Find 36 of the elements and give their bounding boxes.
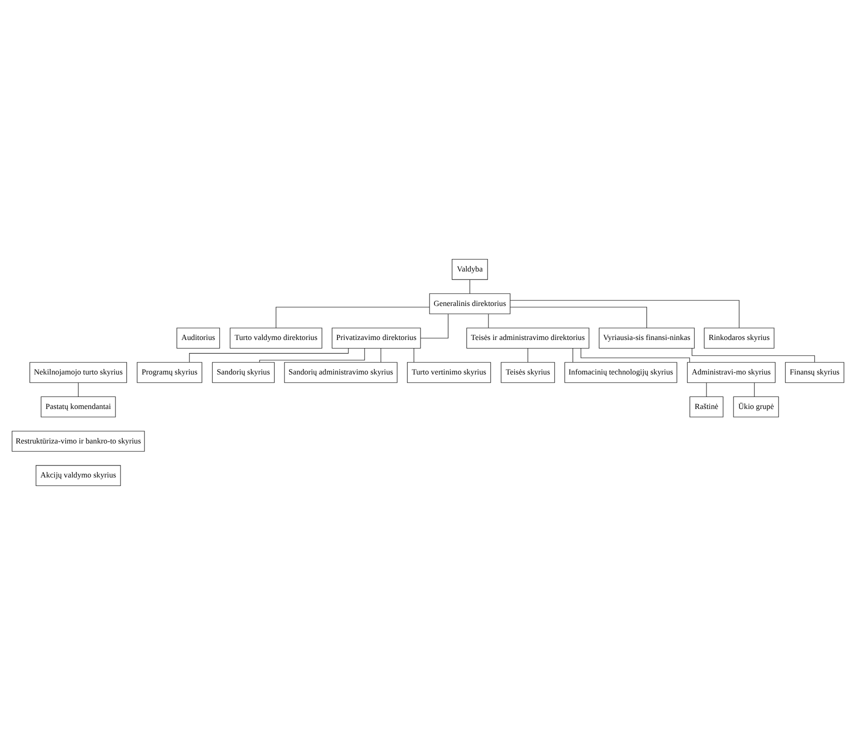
connector (276, 306, 430, 328)
connector (488, 314, 489, 328)
node-box: Turto valdymo direktorius (230, 328, 322, 349)
node-box: Nekilnojamojo turto skyrius (30, 362, 127, 383)
node-box: Turto vertinimo skyrius (407, 362, 491, 383)
node-box: Raštinė (690, 396, 724, 418)
node-box: Pastatų komendantai (40, 396, 116, 418)
connector (706, 382, 707, 397)
connector (580, 348, 690, 363)
node-box: Akcijų valdymo skyrius (36, 465, 121, 486)
node-box: Generalinis direktorius (429, 293, 510, 314)
connector (692, 348, 815, 363)
node-box: Rinkodaros skyrius (704, 328, 774, 349)
node-box: Infomacinių technologijų skyrius (564, 362, 678, 383)
node-box: Administravi-mo skyrius (687, 362, 776, 383)
node-box: Privatizavimo direktorius (332, 328, 421, 349)
connector (420, 314, 448, 338)
connector (380, 348, 382, 362)
connector (510, 306, 648, 328)
node-box: Finansų skyrius (785, 362, 844, 383)
node-box: Restruktūriza-vimo ir bankro-to skyrius (12, 430, 145, 452)
connector (510, 300, 740, 328)
node-box: Programų skyrius (136, 362, 202, 383)
node-box: Teisės ir administravimo direktorius (466, 328, 590, 349)
connector (189, 348, 349, 363)
node-box: Valdyba (452, 258, 488, 280)
connector (572, 348, 574, 362)
node-box: Vyriausia-sis finansi-ninkas (598, 328, 695, 349)
connector (754, 382, 755, 397)
connector (259, 348, 365, 363)
node-box: Sandorių administravimo skyrius (284, 362, 398, 383)
node-box: Ūkio grupė (733, 396, 779, 418)
node-box: Sandorių skyrius (212, 362, 275, 383)
node-box: Auditorius (176, 328, 220, 349)
node-box: Teisės skyrius (500, 362, 555, 383)
connector (78, 382, 79, 397)
